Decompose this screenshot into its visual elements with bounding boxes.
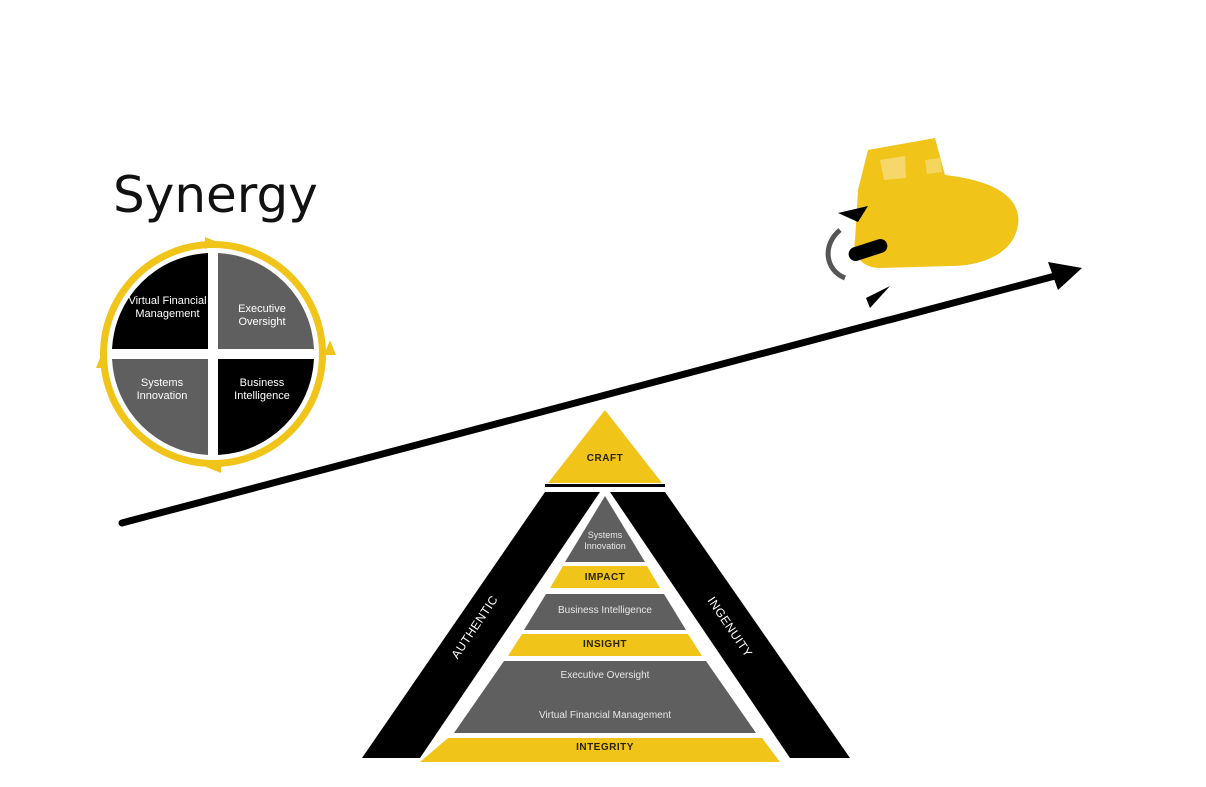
tier-business-intelligence	[524, 594, 686, 630]
growth-arrow	[118, 262, 1082, 527]
quadrant-top-right	[218, 253, 314, 349]
tier-label-executive-oversight: Executive Oversight	[560, 670, 650, 681]
quadrant-label-systems-innovation: Systems Innovation	[136, 377, 188, 402]
cycle-arrow-icon	[205, 237, 220, 249]
quadrant-bottom-left	[112, 359, 208, 455]
quadrant-label-business-intelligence: Business Intelligence	[234, 377, 290, 402]
tier-executive-vfm	[454, 661, 756, 733]
right-side-band	[610, 492, 850, 758]
band-label-integrity: INTEGRITY	[576, 742, 634, 753]
band-integrity	[420, 738, 780, 762]
cycle-arrow-icon	[206, 462, 221, 473]
pyramid-apex-label: CRAFT	[586, 453, 624, 464]
synergy-wheel	[96, 237, 336, 473]
quadrant-top-left	[112, 253, 208, 349]
pyramid-sides	[362, 492, 850, 758]
rocket-boot-icon	[825, 138, 1019, 308]
quadrant-bottom-right	[218, 359, 314, 455]
pyramid-apex	[545, 410, 665, 487]
tier-systems-innovation	[565, 496, 645, 562]
band-label-insight: INSIGHT	[582, 639, 628, 650]
tier-label-business-intelligence: Business Intelligence	[558, 605, 652, 616]
quadrant-label-executive-oversight: Executive Oversight	[238, 303, 286, 328]
tier-label-virtual-financial-management: Virtual Financial Management	[538, 710, 672, 721]
arrowhead-icon	[1048, 262, 1082, 290]
quadrant-label-virtual-financial-management: Virtual Financial Management	[128, 295, 207, 320]
band-label-impact: IMPACT	[584, 572, 626, 583]
cycle-arrow-icon	[96, 353, 108, 368]
band-impact	[550, 566, 660, 588]
tier-label-systems-innovation: Systems Innovation	[584, 530, 626, 551]
page-title: Synergy	[113, 166, 318, 224]
left-side-band	[362, 492, 600, 758]
band-insight	[508, 634, 702, 656]
cycle-arrow-icon	[324, 340, 336, 355]
pyramid-tiers	[420, 496, 780, 762]
